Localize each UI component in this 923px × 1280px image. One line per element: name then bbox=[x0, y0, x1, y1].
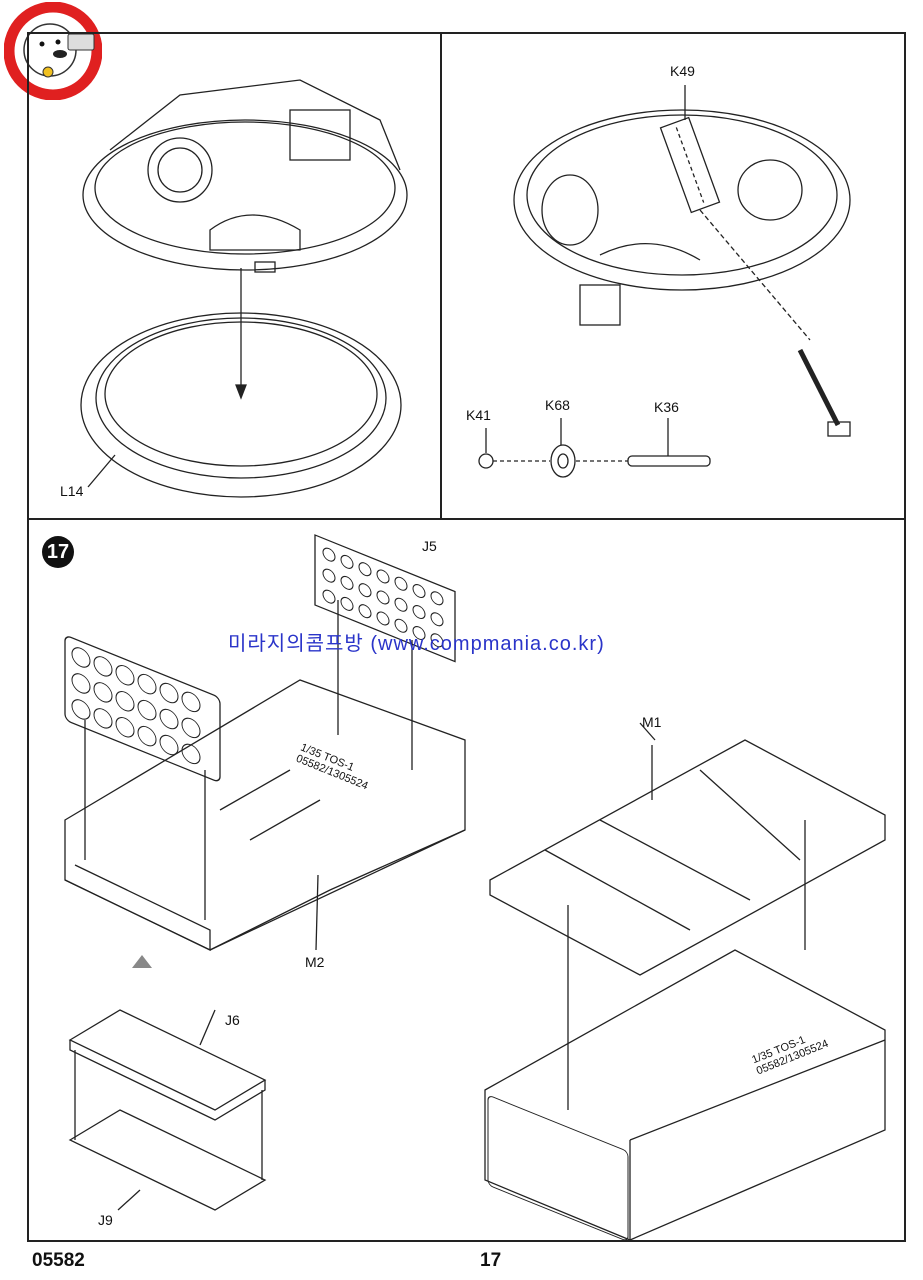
part-M1-deck bbox=[489, 739, 886, 976]
part-J5 bbox=[314, 534, 456, 663]
label-K68: K68 bbox=[545, 397, 570, 413]
page-number: 17 bbox=[480, 1250, 502, 1271]
step-number: 17 bbox=[42, 536, 74, 568]
part-hull-assembled bbox=[484, 949, 886, 1241]
part-J9 bbox=[68, 1109, 267, 1211]
turret-ring-L14 bbox=[80, 312, 402, 498]
part-launcher-front bbox=[64, 636, 221, 782]
label-J6: J6 bbox=[225, 1012, 240, 1028]
part-M2-hull bbox=[64, 679, 466, 952]
part-K49 bbox=[659, 116, 721, 214]
product-code: 05582 bbox=[32, 1250, 85, 1271]
label-K49: K49 bbox=[670, 63, 695, 79]
label-J5: J5 bbox=[422, 538, 437, 554]
label-K36: K36 bbox=[654, 399, 679, 415]
part-J6 bbox=[68, 1009, 267, 1121]
parts-K41-K68-K36 bbox=[478, 418, 711, 478]
label-J9: J9 bbox=[98, 1212, 113, 1228]
label-M2: M2 bbox=[305, 954, 325, 970]
panel-step-17 bbox=[27, 518, 906, 1242]
turret-top-drawing bbox=[82, 79, 408, 273]
turret-bottom-drawing bbox=[513, 109, 851, 326]
watermark: 미라지의콤프방 (www.compmania.co.kr) bbox=[228, 633, 605, 655]
label-L14: L14 bbox=[60, 483, 84, 499]
label-M1: M1 bbox=[642, 714, 662, 730]
compmania-logo bbox=[4, 2, 102, 100]
part-axle bbox=[797, 348, 851, 437]
label-K41: K41 bbox=[466, 407, 491, 423]
